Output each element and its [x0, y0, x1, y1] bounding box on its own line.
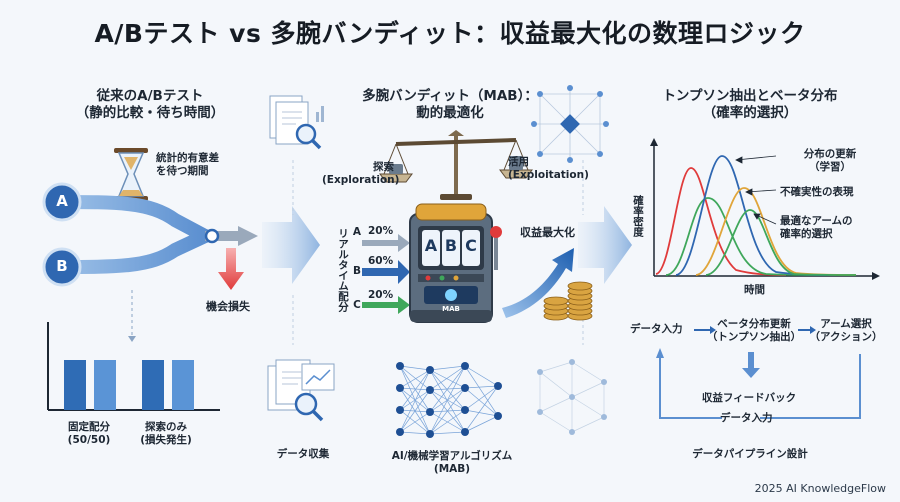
pipeline-design-label: データパイプライン設計 [692, 448, 808, 460]
page-title: A/Bテスト vs 多腕バンディット：収益最大化の数理ロジック [94, 19, 806, 48]
curve-green-2 [705, 209, 857, 276]
variant-b-label: B [56, 257, 68, 275]
hourglass-icon [114, 148, 148, 201]
annotation-uncertainty: 不確実性の表現 [780, 186, 854, 198]
flow-arm-select: アーム選択 （アクション） [809, 318, 883, 343]
reel-b: B [444, 236, 458, 255]
explore-label: 探索 (Exploration) [322, 161, 400, 186]
alloc-pct-c: 20% [368, 289, 394, 301]
balance-scale-icon [379, 130, 533, 200]
section-arrow-1 [262, 206, 320, 284]
slot-machine-icon [409, 203, 502, 323]
opportunity-loss-label: 機会損失 [206, 300, 250, 313]
beta-distribution-chart [650, 138, 880, 280]
revenue-growth-icon [502, 248, 593, 321]
machine-badge: MAB [442, 305, 460, 313]
annotation-update: 分布の更新 （学習） [803, 148, 857, 173]
bar-1 [64, 360, 86, 410]
y-axis-label: 確率密度 [632, 195, 644, 237]
allocation-arrows [362, 234, 410, 314]
data-collect-label: データ収集 [276, 448, 330, 460]
ab-flow-graphic [42, 148, 258, 290]
bar-3 [142, 360, 164, 410]
alloc-arm-a: A [352, 226, 362, 238]
exploit-label: 活用 (Exploitation) [508, 156, 589, 181]
x-axis-label: 時間 [744, 284, 765, 296]
hourglass-note: 統計的有意差 を待つ期間 [156, 152, 219, 177]
neural-network-icon [396, 362, 502, 438]
alloc-pct-a: 20% [368, 225, 394, 237]
nn-caption: AI/機械学習アルゴリズム (MAB) [391, 450, 513, 475]
right-heading: トンプソン抽出とベータ分布 （確率的選択） [662, 88, 838, 121]
footer-credit: 2025 AI KnowledgeFlow [754, 482, 886, 495]
fixed-allocation-bars [47, 322, 220, 411]
bar-label-explore: 探索のみ (損失発生) [140, 421, 192, 446]
middle-heading: 多腕バンディット（MAB）： 動的最適化 [362, 88, 538, 121]
variant-a-label: A [56, 192, 68, 210]
data-collection-icon [267, 359, 335, 422]
flow-beta-update: ベータ分布更新 （トンプソン抽出） [706, 318, 802, 343]
realtime-allocation-label: リアルタイム配分 [337, 228, 349, 312]
pipeline-flow-arrows [656, 326, 861, 419]
bar-4 [172, 360, 194, 410]
network-icon-top [531, 85, 609, 163]
flow-revenue-feedback: 収益フィードバック [701, 392, 797, 404]
section-arrow-2 [578, 206, 632, 284]
bar-label-fixed: 固定配分 (50/50) [67, 421, 111, 446]
curve-red [655, 167, 787, 276]
bar-2 [94, 360, 116, 410]
flow-data-input-2: データ入力 [720, 412, 773, 424]
document-search-icon [269, 95, 324, 150]
loss-arrow [218, 248, 244, 290]
left-heading: 従来のA/Bテスト （静的比較・待ち時間） [75, 88, 225, 121]
reel-a: A [424, 236, 438, 255]
network-icon-bottom [537, 359, 607, 435]
alloc-arm-b: B [352, 265, 361, 277]
annotation-selection: 最適なアームの 確率的選択 [780, 215, 853, 240]
alloc-arm-c: C [353, 299, 361, 311]
flow-data-input: データ入力 [630, 323, 683, 335]
revenue-max-label: 収益最大化 [520, 226, 575, 239]
reel-c: C [465, 236, 477, 255]
variant-a-node [42, 182, 82, 222]
alloc-pct-b: 60% [368, 255, 394, 267]
variant-b-node [42, 247, 82, 287]
